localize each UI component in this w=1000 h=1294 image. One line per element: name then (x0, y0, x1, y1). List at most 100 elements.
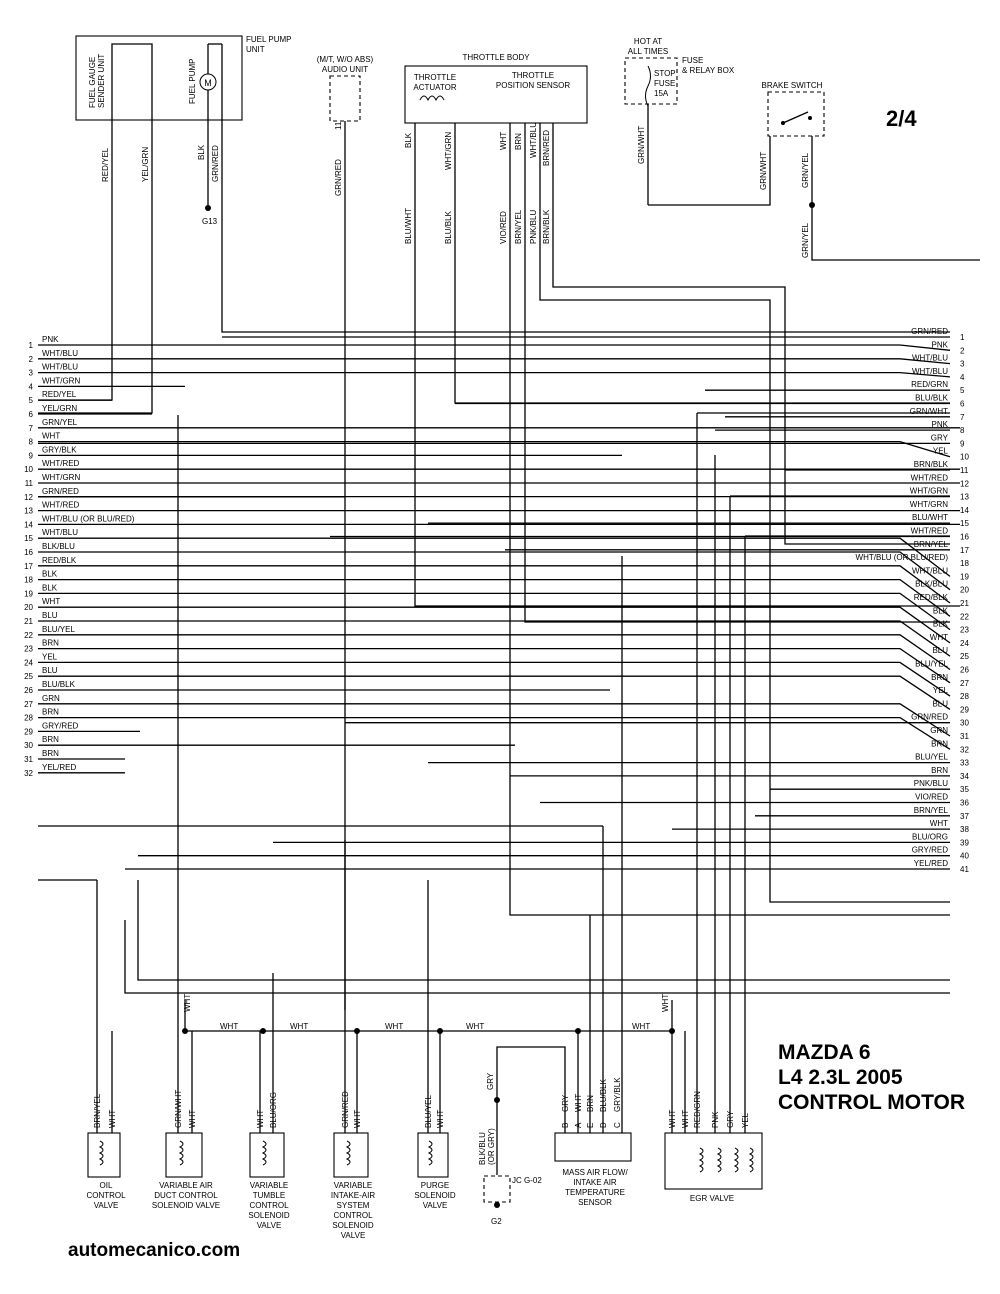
wire-label: BRN/YEL (514, 209, 523, 244)
right-pin-number: 28 (960, 692, 969, 701)
right-pin-color: BRN/YEL (914, 806, 949, 815)
right-pin-number: 12 (960, 479, 969, 488)
trunk-wire (38, 440, 951, 458)
stop-fuse-label: STOP (654, 69, 676, 78)
right-pin-number: 31 (960, 732, 969, 741)
wire-label: BLU/WHT (404, 208, 413, 244)
left-pin-color: GRN/RED (42, 487, 79, 496)
right-pin-number: 27 (960, 679, 969, 688)
bus-junction-dot (260, 1028, 266, 1034)
throttle-actuator-label: ACTUATOR (413, 83, 456, 92)
left-pin-number: 32 (24, 769, 33, 778)
right-pin-number: 14 (960, 506, 969, 515)
bus-label: WHT (632, 1022, 650, 1031)
fuel-gauge-sender-label: SENDER UNIT (97, 54, 106, 108)
hot-label: HOT AT (634, 37, 662, 46)
right-pin-color: YEL/RED (914, 859, 948, 868)
blu-wht-wire (414, 180, 960, 607)
component-label: CONTROL (86, 1191, 126, 1200)
jc-label: JC G-02 (512, 1176, 542, 1185)
right-pin-number: 41 (960, 865, 969, 874)
right-pin-number: 21 (960, 599, 969, 608)
component-label: VARIABLE (334, 1181, 373, 1190)
left-pin-number: 5 (29, 396, 34, 405)
left-pin-color: WHT/RED (42, 459, 80, 468)
brake-switch-pivot (781, 121, 785, 125)
solenoid-valve-box (87, 1132, 121, 1178)
solenoid-coil-icon (261, 1140, 267, 1166)
title-system: CONTROL MOTOR (778, 1091, 966, 1114)
right-pin-color: PNK (932, 340, 949, 349)
wire-label: GRN/RED (334, 159, 343, 196)
right-pin-color: WHT/BLU (912, 566, 948, 575)
component-label: VALVE (341, 1231, 366, 1240)
component-label: SOLENOID (332, 1221, 374, 1230)
right-pin-color: PNK/BLU (914, 779, 948, 788)
right-pin-number: 34 (960, 772, 969, 781)
wire-label: GRN/YEL (801, 222, 810, 258)
trunk-wire (38, 661, 951, 697)
wire-label: (OR GRY) (487, 1128, 496, 1165)
right-pin-color: BLU/YEL (915, 753, 948, 762)
solenoid-valve-box (249, 1132, 285, 1178)
left-pin-color: GRY/BLK (42, 445, 77, 454)
right-pin-number: 32 (960, 745, 969, 754)
left-pin-color: PNK (42, 335, 59, 344)
right-pin-number: 15 (960, 519, 969, 528)
trunk-wire (38, 703, 951, 737)
right-pin-number: 35 (960, 785, 969, 794)
wire-label: PNK/BLU (529, 210, 538, 244)
left-pin-color: GRY/RED (42, 721, 79, 730)
right-pin-number: 16 (960, 533, 969, 542)
bus-label: WHT (220, 1022, 238, 1031)
right-pin-number: 11 (960, 466, 969, 475)
audio-unit-label: AUDIO UNIT (322, 65, 368, 74)
right-pin-color: WHT/GRN (910, 500, 948, 509)
right-pin-color: GRN/WHT (910, 407, 948, 416)
right-pin-color: BLK/BLU (915, 580, 948, 589)
wire-label: GRN/RED (211, 145, 220, 182)
grn-red-wire (221, 120, 950, 333)
trunk-wire (38, 551, 951, 591)
left-pin-color: WHT/GRN (42, 473, 80, 482)
pnk-blu-wire (539, 180, 950, 903)
yel-red-wire (124, 920, 950, 994)
egr-coil-icon (716, 1147, 722, 1173)
left-pin-number: 8 (29, 438, 34, 447)
component-label: DUCT CONTROL (154, 1191, 218, 1200)
left-pin-number: 30 (24, 741, 33, 750)
left-pin-color: WHT (42, 597, 60, 606)
left-pin-color: RED/BLK (42, 556, 77, 565)
right-pin-color: WHT/GRN (910, 487, 948, 496)
right-pin-number: 2 (960, 346, 965, 355)
motor-symbol: M (204, 78, 212, 88)
right-pin-number: 39 (960, 838, 969, 847)
component-label: CONTROL (249, 1201, 289, 1210)
left-pin-number: 23 (24, 645, 33, 654)
trunk-wire (38, 344, 951, 351)
right-pin-color: BRN (931, 739, 948, 748)
component-label: VARIABLE (250, 1181, 289, 1190)
trunk-wire (38, 592, 951, 631)
right-pin-color: BLK (933, 620, 949, 629)
wire-label: WHT (661, 994, 670, 1012)
